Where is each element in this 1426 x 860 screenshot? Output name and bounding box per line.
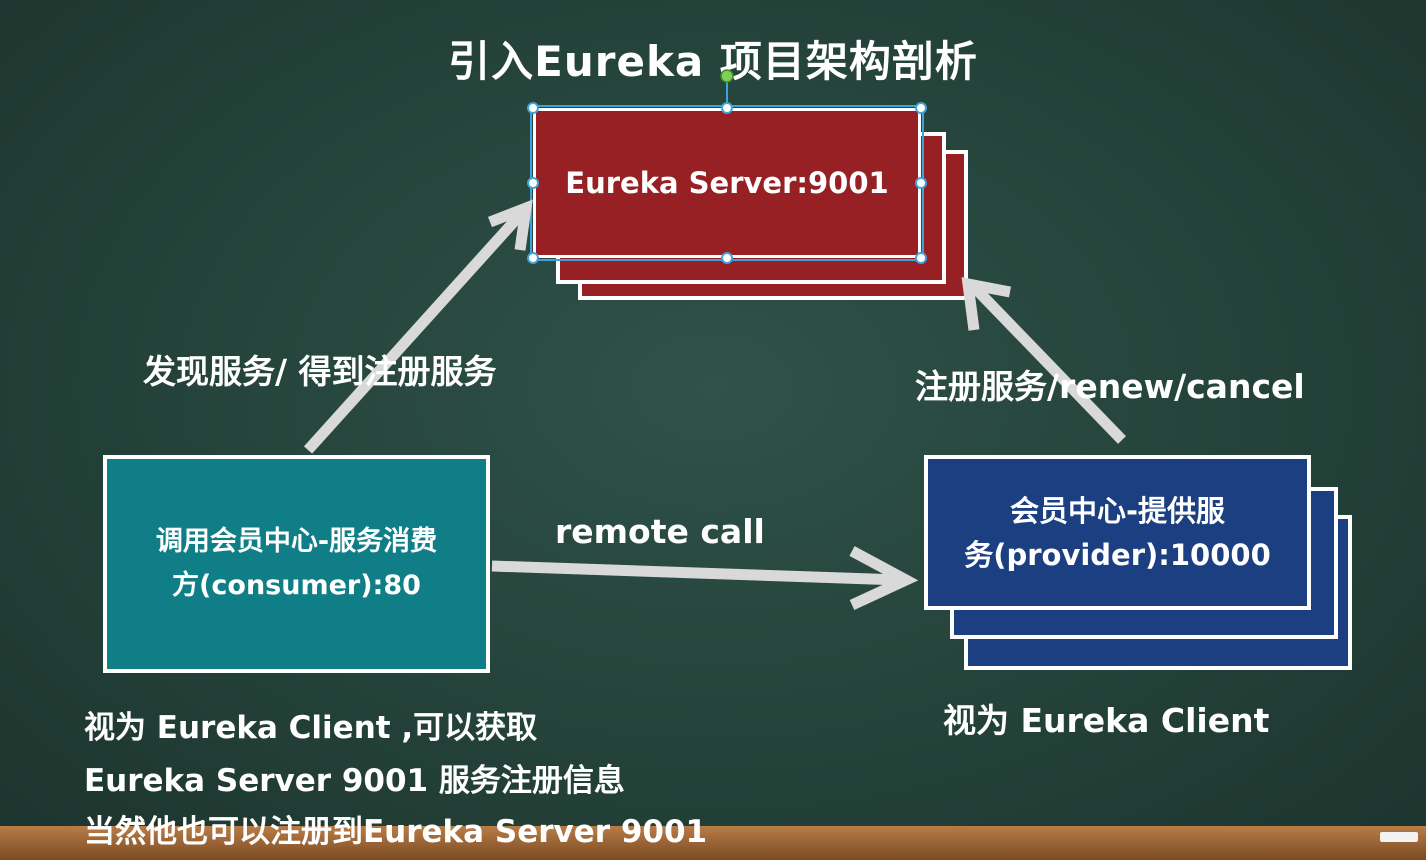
discover-arrowhead <box>488 199 533 251</box>
provider-box[interactable]: 会员中心-提供服 务(provider):10000 <box>924 455 1311 610</box>
discover-label: 发现服务/ 得到注册服务 <box>143 352 497 391</box>
discover-arrow <box>303 211 525 454</box>
provider-label-line2: 务(provider):10000 <box>964 537 1271 572</box>
remote-call-arrowhead <box>849 546 919 610</box>
consumer-box[interactable]: 调用会员中心-服务消费 方(consumer):80 <box>103 455 490 673</box>
remote-call-arrow <box>491 560 903 586</box>
consumer-note-line2: Eureka Server 9001 服务注册信息 <box>84 763 625 799</box>
rotate-handle-icon <box>720 69 734 83</box>
chalk-ledge <box>0 826 1426 860</box>
register-arrowhead <box>961 277 1012 331</box>
remote-call-label: remote call <box>555 512 765 551</box>
eureka-server-label: Eureka Server:9001 <box>565 166 889 200</box>
consumer-label-line2: 方(consumer):80 <box>172 570 421 601</box>
consumer-note-line3: 当然他也可以注册到Eureka Server 9001 <box>84 814 708 850</box>
register-arrow <box>971 284 1126 444</box>
diagram-title: 引入Eureka 项目架构剖析 <box>448 37 978 86</box>
provider-label-line1: 会员中心-提供服 <box>1009 493 1226 528</box>
provider-note: 视为 Eureka Client <box>943 701 1270 740</box>
consumer-note-line1: 视为 Eureka Client ,可以获取 <box>84 710 538 746</box>
eureka-server-box[interactable]: Eureka Server:9001 <box>530 105 924 261</box>
register-label: 注册服务/renew/cancel <box>915 367 1305 406</box>
selection-handles <box>527 102 927 264</box>
consumer-label-line1: 调用会员中心-服务消费 <box>155 526 438 557</box>
chalk-piece <box>1380 832 1418 842</box>
